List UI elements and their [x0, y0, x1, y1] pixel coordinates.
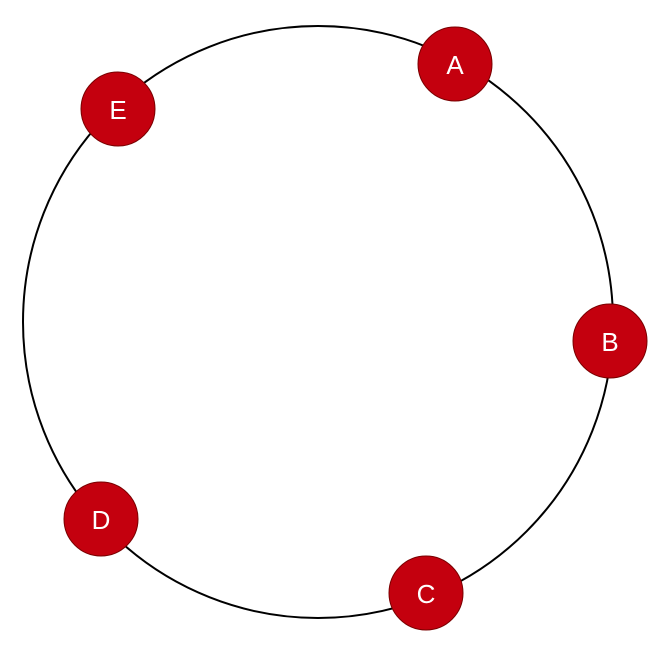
node-b: B [572, 303, 648, 379]
node-d-circle [63, 481, 139, 557]
node-a-label: A [446, 50, 464, 80]
node-d: D [63, 481, 139, 557]
node-d-label: D [92, 505, 111, 535]
node-c-label: C [417, 579, 436, 609]
node-e-circle [80, 71, 156, 147]
node-e: E [80, 71, 156, 147]
node-e-label: E [109, 95, 126, 125]
node-a-circle [417, 26, 493, 102]
node-c: C [388, 555, 464, 631]
node-a: A [417, 26, 493, 102]
node-c-circle [388, 555, 464, 631]
node-b-circle [572, 303, 648, 379]
node-b-label: B [601, 327, 618, 357]
